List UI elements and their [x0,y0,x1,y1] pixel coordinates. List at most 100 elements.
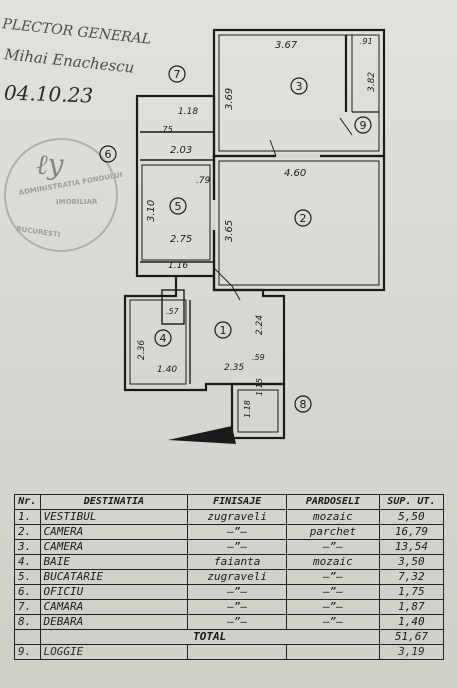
room-2-marker [294,209,312,227]
row-flooring: —”— [286,584,380,600]
room-8-marker [294,395,312,413]
row-area: 1,40 [378,614,445,630]
row-nr: 7. [14,599,41,615]
left-wing-outline [135,94,216,278]
row-finishes: —”— [187,584,288,600]
rooms-table: Nr. DESTINATIA FINISAJE PARDOSELI SUP. U… [14,494,445,660]
room-7-number: 7 [174,68,181,81]
dim-9-height: 3.82 [367,72,377,92]
row-finishes: zugraveli [187,509,288,525]
dim-9-width: .91 [360,37,373,46]
row-flooring [286,644,380,660]
room-5-number: 5 [175,200,182,213]
row-nr: 9. [14,644,41,660]
row-nr: 3. [14,539,41,555]
row-flooring: —”— [286,539,380,555]
room-9-marker [354,116,372,134]
row-area: 13,54 [378,539,445,555]
row-flooring: parchet [286,524,380,540]
header-finishes: FINISAJE [187,494,288,510]
room-5-marker [169,197,187,215]
row-destination: LOGGIE [39,644,189,660]
row-area: 5,50 [378,509,445,525]
row-flooring: mozaic [286,554,380,570]
row-destination: CAMERA [39,539,189,555]
room-9-number: 9 [360,119,367,132]
row-destination: BUCATARIE [39,569,189,585]
row-destination: CAMARA [39,599,189,615]
stamp-middle-text: IMOBILIAR [56,198,98,206]
table-row-cut: 9. LOGGIE 3,19 [14,644,445,660]
row-finishes: —”— [187,614,288,630]
row-destination: VESTIBUL [39,509,189,525]
room-2-inner [218,160,380,286]
row-area: 3,50 [378,554,445,570]
row-nr: 6. [14,584,41,600]
room-6-marker [99,145,117,163]
row-destination: OFICIU [39,584,189,600]
row-area: 3,19 [378,644,445,660]
table-row: 1. VESTIBUL zugraveli mozaic 5,50 [14,509,445,525]
row-nr: 2. [14,524,41,540]
dim-door-width: .79 [196,176,211,186]
room-4-inner [129,299,187,385]
room-1-number: 1 [220,324,227,337]
row-flooring: —”— [286,614,380,630]
table-row: 5. BUCATARIE zugraveli —”— 7,32 [14,569,445,585]
dim-5-height: 3.10 [146,200,157,222]
table-row: 4. BAIE faianta mozaic 3,50 [14,554,445,570]
dim-2-height: 3.65 [224,220,235,242]
table-header-row: Nr. DESTINATIA FINISAJE PARDOSELI SUP. U… [14,494,445,510]
room-3-inner [218,34,380,152]
door-swing-3 [269,139,277,157]
room-5-inner [141,164,211,261]
door-swing-entry [213,267,241,301]
total-blank [14,629,41,645]
row-finishes: —”— [187,539,288,555]
header-destination: DESTINATIA [39,494,189,510]
row-finishes: faianta [187,554,288,570]
signature-mark: ℓy [36,148,64,181]
dim-3-height: 3.69 [224,88,235,110]
shaft [161,289,185,325]
header-area: SUP. UT. [378,494,445,510]
header-flooring: PARDOSELI [286,494,380,510]
room-3-outline [212,28,386,158]
room-2-number: 2 [300,212,307,225]
row-flooring: —”— [286,569,380,585]
dim-5-width: 2.75 [170,234,192,245]
table-row: 6. OFICIU —”— —”— 1,75 [14,584,445,600]
table-row: 7. CAMARA —”— —”— 1,87 [14,599,445,615]
dim-8-length: 1.18 [243,400,252,418]
dim-7-door: .75 [160,125,173,134]
room-7-marker [168,65,186,83]
row-area: 1,75 [378,584,445,600]
room-3-number: 3 [296,80,303,93]
table-total-row: TOTAL 51,67 [14,629,445,645]
room-4-marker [154,329,172,347]
dim-6-width: 2.03 [170,145,192,156]
row-nr: 8. [14,614,41,630]
dim-4-height: 2.36 [137,340,147,360]
plan-walls [123,28,386,440]
room-8-number: 8 [300,398,307,411]
dim-2-width: 4.60 [284,168,306,179]
dim-7-width: 1.18 [178,107,198,117]
table-row: 2. CAMERA —”— parchet 16,79 [14,524,445,540]
table-row: 8. DEBARA —”— —”— 1,40 [14,614,445,630]
row-nr: 5. [14,569,41,585]
official-stamp: ℓy ADMINISTRATIA FONDULUI IMOBILIAR BUCU… [4,138,123,252]
row-destination: CAMERA [39,524,189,540]
room-8-outline [230,382,286,440]
room-6-number: 6 [105,148,112,161]
dim-corridor-width: 1.16 [168,261,188,271]
row-destination: DEBARA [39,614,189,630]
dim-3-width: 3.67 [275,40,298,51]
row-flooring: —”— [286,599,380,615]
dim-1-width: 2.35 [224,363,244,373]
row-finishes [187,644,288,660]
row-flooring: mozaic [286,509,380,525]
dim-8-door: .59 [252,353,265,362]
row-area: 1,87 [378,599,445,615]
row-finishes: —”— [187,599,288,615]
